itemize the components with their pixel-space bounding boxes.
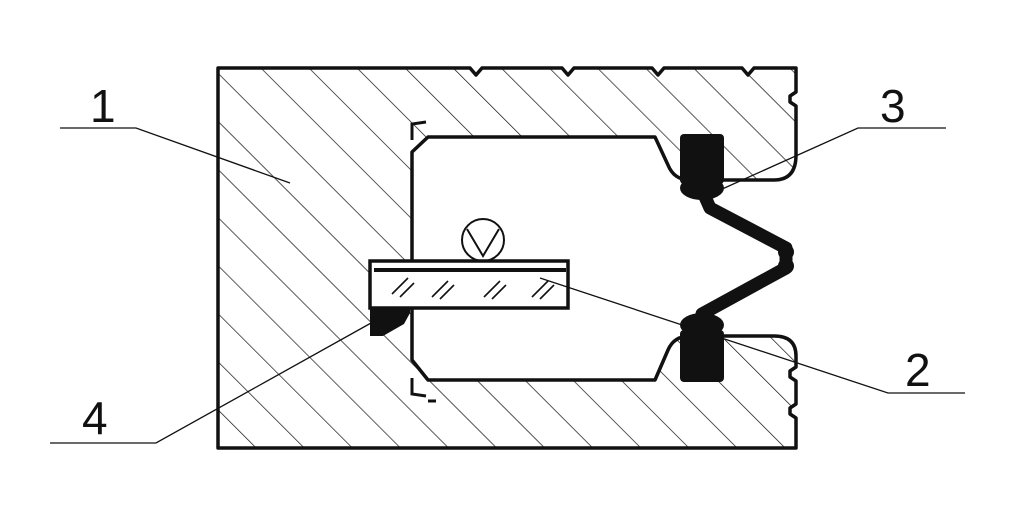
leader-lines [50, 127, 965, 444]
glass-pane [368, 259, 570, 310]
leader-line-1 [60, 127, 291, 184]
cavity-notches [410, 120, 436, 403]
setting-block [370, 308, 410, 336]
leader-line-4 [50, 317, 381, 444]
surface-finish-symbol [461, 218, 505, 262]
callout-label-1: 1 [90, 80, 116, 132]
callout-label-3: 3 [880, 80, 906, 132]
leader-line-2 [539, 277, 965, 394]
leader-line-3 [719, 127, 946, 191]
callout-label-4: 4 [82, 392, 108, 444]
callout-label-2: 2 [905, 344, 931, 396]
seal-profile [680, 134, 794, 382]
housing-body [216, 66, 798, 450]
